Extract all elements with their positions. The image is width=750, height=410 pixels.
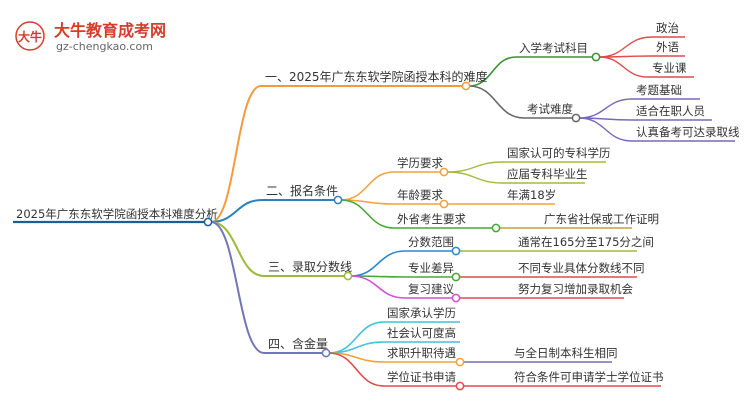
mindmap-edges [13,36,735,387]
sub-connector [340,171,395,201]
leaf-connector [446,161,504,173]
logo-name: 大牛教育成考网 [54,21,166,40]
logo-badge-icon: 大牛 [15,21,45,51]
branch-connector [210,85,262,223]
sub-node-dot [491,223,501,233]
branch-node-label: 三、录取分数线 [268,259,352,274]
leaf-connector [598,36,653,58]
leaf-connector [578,98,633,119]
sub-node-dot [455,381,465,391]
branch-connector [210,199,263,223]
branch-node-label: 一、2025年广东东软学院函授本科的难度 [265,69,488,84]
leaf-node-label: 政治 [656,21,679,35]
sub-node-label: 考试难度 [527,102,573,116]
leaf-node-label: 外语 [656,40,679,54]
sub-node-dot [451,293,461,303]
sub-node-label: 外省考生要求 [397,212,466,226]
leaf-connector [578,117,633,142]
leaf-connector [446,171,504,184]
sub-node-dot [439,199,449,209]
sub-node-dot [571,113,581,123]
sub-node-label: 入学考试科目 [519,41,588,55]
leaf-node-label: 年满18岁 [507,188,556,202]
branch-node-dot [343,271,353,281]
sub-node-dot [451,272,461,282]
leaf-node-label: 认真备考可达录取线 [636,125,740,139]
branch-connector [210,221,265,277]
leaf-node-label: 应届专科毕业生 [507,167,588,181]
leaf-node-label: 国家认可的专科学历 [507,146,611,160]
sub-connector [350,275,406,299]
mindmap-nodes: 2025年广东东软学院函授本科难度分析 一、2025年广东东软学院函授本科的难度 入… [16,21,740,391]
sub-node-label: 学历要求 [397,156,443,170]
leaf-node-label: 广东省社保或工作证明 [544,212,659,226]
logo-url: gz-chengkao.com [56,40,153,53]
logo: 大牛 大牛教育成考网 gz-chengkao.com [15,21,166,53]
sub-node-dot [455,357,465,367]
root-node-label: 2025年广东东软学院函授本科难度分析 [16,207,218,221]
leaf-node-label: 通常在165分至175分之间 [518,235,654,249]
sub-node-label: 学位证书申请 [387,370,456,384]
leaf-node-label: 符合条件可申请学士学位证书 [514,370,664,384]
sub-node-label: 国家承认学历 [387,306,456,320]
branch-node-label: 四、含金量 [268,336,328,351]
sub-connector [468,85,525,119]
branch-node-dot [461,81,471,91]
branch-connector [210,221,265,354]
sub-node-dot [439,167,449,177]
leaf-connector [598,56,649,78]
branch-node-label: 二、报名条件 [266,183,338,198]
branch-node-dot [321,348,331,358]
branch-node-dot [333,195,343,205]
leaf-node-label: 不同专业具体分数线不同 [518,261,645,275]
sub-node-dot [451,246,461,256]
leaf-node-label: 努力复习增加录取机会 [518,282,633,296]
sub-node-label: 年龄要求 [397,188,443,202]
sub-node-label: 社会认可度高 [387,326,456,340]
leaf-node-label: 专业课 [652,61,687,75]
leaf-node-label: 与全日制本科生相同 [514,346,618,360]
sub-connector [468,56,517,87]
sub-connector [328,352,385,387]
sub-node-dot [591,52,601,62]
root-node-dot [203,217,213,227]
leaf-node-label: 考题基础 [636,83,682,97]
sub-node-label: 求职升职待遇 [387,346,456,360]
sub-node-label: 复习建议 [408,282,454,296]
sub-node-label: 专业差异 [408,261,454,275]
sub-connector [350,250,406,277]
sub-node-label: 分数范围 [408,235,454,249]
logo-badge-text: 大牛 [18,29,42,44]
sub-connector [340,199,395,229]
leaf-node-label: 适合在职人员 [636,104,705,118]
